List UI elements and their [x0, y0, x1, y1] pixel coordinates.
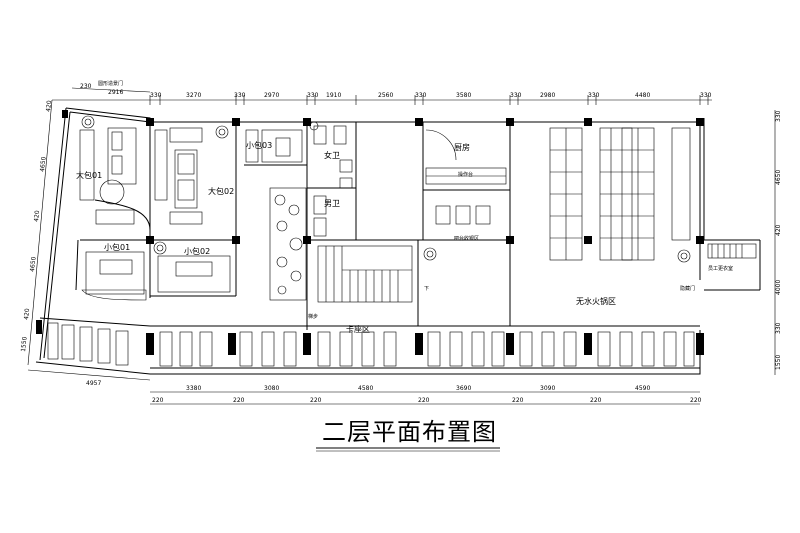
dim-top-6: 2970 — [264, 92, 279, 99]
dim-bottom-1: 3380 — [186, 385, 201, 392]
dim-top-1: 230 — [80, 83, 92, 90]
dim-left-3: 420 — [33, 210, 41, 222]
dim-right-1: 330 — [775, 110, 782, 122]
dim-top-7: 330 — [307, 92, 319, 99]
bar-label: 吧台收银区 — [454, 235, 479, 242]
dim-left-4: 4650 — [29, 256, 38, 272]
dim-right-6: 1550 — [775, 355, 782, 370]
decorative-plants — [81, 115, 691, 263]
dim-top-11: 3580 — [456, 92, 471, 99]
dim-top-8: 1910 — [326, 92, 341, 99]
structural-columns — [36, 110, 704, 355]
dim-bottom-small-3: 220 — [310, 397, 322, 404]
dim-top-3: 330 — [150, 92, 162, 99]
dim-top-10: 330 — [415, 92, 427, 99]
dim-top-16: 330 — [700, 92, 712, 99]
dim-top-14: 330 — [588, 92, 600, 99]
room-label-small3: 小包03 — [246, 140, 272, 150]
big-room-01-furniture — [79, 127, 137, 225]
left-dimension-line — [27, 99, 151, 381]
drawing-title: 二层平面布置图 — [322, 418, 497, 446]
dim-right-4: 4000 — [775, 280, 782, 295]
dim-left-6: 1550 — [20, 336, 29, 352]
dim-bottom-small-5: 220 — [512, 397, 524, 404]
staircase — [317, 245, 413, 303]
dim-bottom-small-6: 220 — [590, 397, 602, 404]
top-left-label: 圆形造景门 — [98, 80, 123, 87]
small-room-03-furniture — [245, 129, 303, 163]
room-label-small1: 小包01 — [104, 242, 130, 252]
dim-bottom-small-7: 220 — [690, 397, 702, 404]
stair-note: 梯步 — [308, 313, 318, 320]
interior-walls — [75, 122, 761, 330]
bottom-dimension-line — [150, 391, 700, 405]
dim-top-5: 330 — [234, 92, 246, 99]
small-room-01-furniture — [81, 251, 147, 301]
room-label-booth: 卡座区 — [346, 324, 370, 334]
dim-right-5: 330 — [775, 322, 782, 334]
room-label-staff: 员工更衣室 — [708, 265, 733, 272]
dim-left-1: 420 — [45, 100, 53, 112]
room-label-female-wc: 女卫 — [324, 150, 340, 160]
dim-left-2: 4650 — [39, 156, 48, 172]
dim-right-3: 420 — [775, 224, 782, 236]
staff-room — [707, 243, 757, 259]
restroom-fixtures — [313, 125, 353, 237]
planter-strip — [269, 187, 307, 301]
dim-bottom-small-1: 220 — [152, 397, 164, 404]
dim-top-12: 330 — [510, 92, 522, 99]
dim-top-15: 4480 — [635, 92, 650, 99]
dim-bottom-small-4: 220 — [418, 397, 430, 404]
dim-bottom-6: 4590 — [635, 385, 650, 392]
hotpot-tables — [549, 127, 691, 261]
kitchen-fixtures — [425, 129, 507, 225]
hidden-door-label: 隐藏门 — [680, 285, 695, 292]
dim-bottom-3: 4580 — [358, 385, 373, 392]
dim-bottom-small-2: 220 — [233, 397, 245, 404]
dim-top-2: 2916 — [108, 89, 123, 96]
dim-bottom-2: 3080 — [264, 385, 279, 392]
dim-right-2: 4650 — [775, 170, 782, 185]
room-label-hotpot: 无水火锅区 — [576, 296, 616, 306]
stair-down-label: 下 — [424, 286, 429, 292]
dim-top-4: 3270 — [186, 92, 201, 99]
dim-left-5: 420 — [23, 308, 31, 320]
dim-bottom-4: 3690 — [456, 385, 471, 392]
room-label-big2: 大包02 — [208, 186, 234, 196]
big-room-02-furniture — [154, 127, 203, 225]
room-label-male-wc: 男卫 — [324, 199, 340, 208]
dim-top-9: 2560 — [378, 92, 393, 99]
dim-bottom-5: 3090 — [540, 385, 555, 392]
room-label-big1: 大包01 — [76, 170, 102, 180]
dim-left-bottom: 4957 — [86, 380, 101, 387]
room-label-small2: 小包02 — [184, 246, 210, 256]
room-label-kitchen: 厨房 — [454, 142, 470, 152]
counter-label: 操作台 — [458, 171, 473, 178]
dim-top-13: 2980 — [540, 92, 555, 99]
top-dimension-line — [52, 87, 712, 105]
booth-seating-row — [47, 322, 695, 367]
small-room-02-furniture — [157, 255, 231, 293]
